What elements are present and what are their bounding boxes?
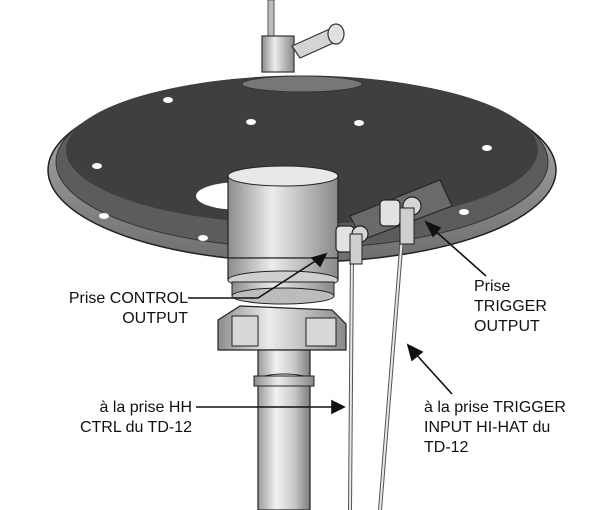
hh-ctrl-label: à la prise HH CTRL du TD-12 xyxy=(40,398,192,438)
trigger-input-arrow xyxy=(406,343,453,395)
cables xyxy=(348,211,406,510)
trigger-input-line2: INPUT HI-HAT du xyxy=(424,419,551,436)
trigger-output-line3: OUTPUT xyxy=(474,318,540,335)
trigger-input-line3: TD-12 xyxy=(424,439,469,456)
trigger-output-line1: Prise xyxy=(474,278,511,295)
trigger-output-label: Prise TRIGGER OUTPUT xyxy=(474,277,584,337)
lower-clamp xyxy=(217,305,347,351)
top-clamp xyxy=(261,0,345,73)
trigger-output-arrow xyxy=(424,220,487,277)
control-output-label: Prise CONTROL OUTPUT xyxy=(34,289,188,329)
hh-ctrl-line2: CTRL du TD-12 xyxy=(79,419,192,436)
trigger-input-label: à la prise TRIGGER INPUT HI-HAT du TD-12 xyxy=(424,398,600,458)
control-output-line1: Prise CONTROL xyxy=(68,290,188,307)
hh-ctrl-line1: à la prise HH xyxy=(99,399,192,416)
trigger-input-line1: à la prise TRIGGER xyxy=(424,399,566,416)
lower-pole xyxy=(253,349,315,510)
control-output-arrow xyxy=(188,252,328,299)
trigger-output-plug xyxy=(379,196,422,245)
trigger-output-line2: TRIGGER xyxy=(474,298,547,315)
control-output-plug xyxy=(335,225,369,265)
control-output-line2: OUTPUT xyxy=(122,310,188,327)
hh-ctrl-arrow xyxy=(196,399,346,415)
center-stem xyxy=(227,165,339,305)
